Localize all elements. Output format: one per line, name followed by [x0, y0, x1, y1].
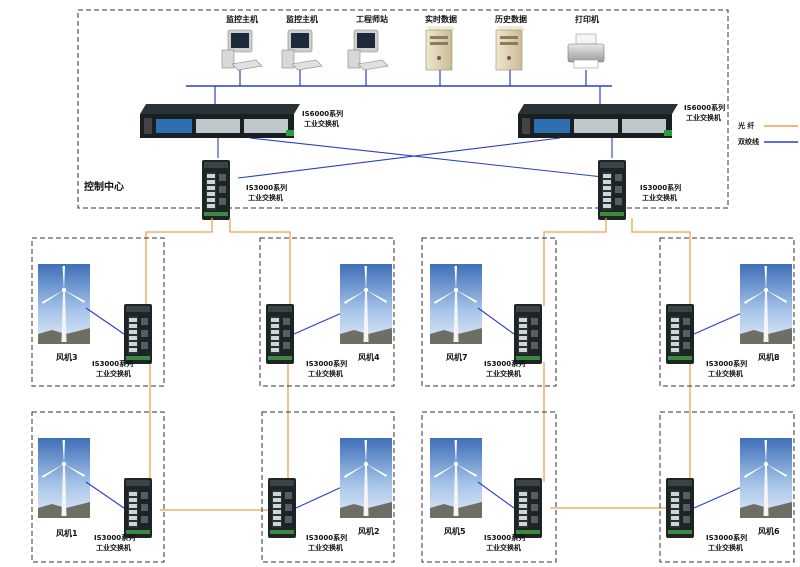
turbine-6-sw-label-1: IS3000系列	[706, 533, 747, 542]
device-drops	[214, 70, 601, 104]
core-switch-right	[518, 104, 678, 138]
control-center-label: 控制中心	[84, 180, 124, 193]
turbine-1-sw-label-1: IS3000系列	[94, 533, 135, 542]
legend-fiber-label: 光 纤	[737, 121, 754, 130]
turbine-8-switch	[666, 304, 694, 364]
wind-turbine-1-icon	[38, 438, 90, 518]
turbine-6-switch	[666, 478, 694, 538]
turbine-3-switch	[124, 304, 152, 364]
turbine-6-label: 风机6	[758, 526, 780, 536]
control-center-frame	[77, 9, 729, 209]
core-switch-right-label-2: 工业交换机	[686, 113, 721, 122]
turbine-group-1	[31, 411, 165, 563]
turbine-group-6	[659, 411, 795, 563]
turbine-1-label: 风机1	[56, 528, 78, 538]
turbine-3-sw-label-2: 工业交换机	[96, 369, 131, 378]
history-data-server-icon	[495, 25, 527, 71]
agg-switch-left-label-2: 工业交换机	[248, 193, 283, 202]
turbine-group-4	[259, 237, 395, 387]
engineer-station-icon	[347, 29, 389, 71]
turbine-2-sw-label-1: IS3000系列	[306, 533, 347, 542]
fiber-links	[145, 218, 691, 511]
computer-label-6: 打印机	[575, 14, 599, 24]
turbine-5-label: 风机5	[444, 526, 466, 536]
printer-icon	[567, 33, 605, 69]
wind-turbine-6-icon	[740, 438, 792, 518]
core-switch-left-label-1: IS6000系列	[302, 109, 343, 118]
monitor-host-2-icon	[281, 29, 323, 71]
wind-turbine-7-icon	[430, 264, 482, 344]
turbine-1-sw-label-2: 工业交换机	[96, 543, 131, 552]
turbine-2-sw-label-2: 工业交换机	[308, 543, 343, 552]
agg-switch-right	[598, 160, 626, 220]
turbine-7-sw-label-2: 工业交换机	[486, 369, 521, 378]
core-switch-right-label-1: IS6000系列	[684, 103, 725, 112]
legend-twisted-label: 双绞线	[738, 137, 759, 146]
turbine-2-label: 风机2	[358, 526, 380, 536]
core-switch-left	[140, 104, 300, 138]
turbine-7-label: 风机7	[446, 352, 468, 362]
agg-switch-right-label-2: 工业交换机	[642, 193, 677, 202]
core-agg-links	[217, 137, 613, 179]
turbine-5-sw-label-2: 工业交换机	[486, 543, 521, 552]
wind-turbine-2-icon	[340, 438, 392, 518]
wind-turbine-3-icon	[38, 264, 90, 344]
computer-label-2: 监控主机	[286, 14, 318, 24]
computer-label-5: 历史数据	[495, 14, 527, 24]
core-switch-left-label-2: 工业交换机	[304, 119, 339, 128]
turbine-4-label: 风机4	[358, 352, 380, 362]
wind-turbine-4-icon	[340, 264, 392, 344]
turbine-1-switch	[124, 478, 152, 538]
turbine-3-label: 风机3	[56, 352, 78, 362]
turbine-4-sw-label-1: IS3000系列	[306, 359, 347, 368]
turbine-3-sw-label-1: IS3000系列	[92, 359, 133, 368]
monitor-host-1-icon	[221, 29, 263, 71]
agg-switch-left-label-1: IS3000系列	[246, 183, 287, 192]
turbine-group-5	[421, 411, 557, 563]
turbine-5-sw-label-1: IS3000系列	[484, 533, 525, 542]
realtime-data-server-icon	[425, 25, 457, 71]
agg-switch-left	[202, 160, 230, 220]
turbine-8-label: 风机8	[758, 352, 780, 362]
computer-label-3: 工程师站	[356, 14, 388, 24]
turbine-7-switch	[514, 304, 542, 364]
turbine-4-sw-label-2: 工业交换机	[308, 369, 343, 378]
turbine-group-7	[421, 237, 557, 387]
wind-turbine-5-icon	[430, 438, 482, 518]
turbine-7-sw-label-1: IS3000系列	[484, 359, 525, 368]
turbine-2-switch	[268, 478, 296, 538]
turbine-8-sw-label-2: 工业交换机	[708, 369, 743, 378]
turbine-group-8	[659, 237, 795, 387]
agg-switch-right-label-1: IS3000系列	[640, 183, 681, 192]
turbine-group-3	[31, 237, 165, 387]
turbine-4-switch	[266, 304, 294, 364]
turbine-6-sw-label-2: 工业交换机	[708, 543, 743, 552]
computer-label-1: 监控主机	[226, 14, 258, 24]
wind-turbine-8-icon	[740, 264, 792, 344]
turbine-5-switch	[514, 478, 542, 538]
turbine-8-sw-label-1: IS3000系列	[706, 359, 747, 368]
computer-label-4: 实时数据	[425, 14, 457, 24]
turbine-group-2	[261, 411, 395, 563]
